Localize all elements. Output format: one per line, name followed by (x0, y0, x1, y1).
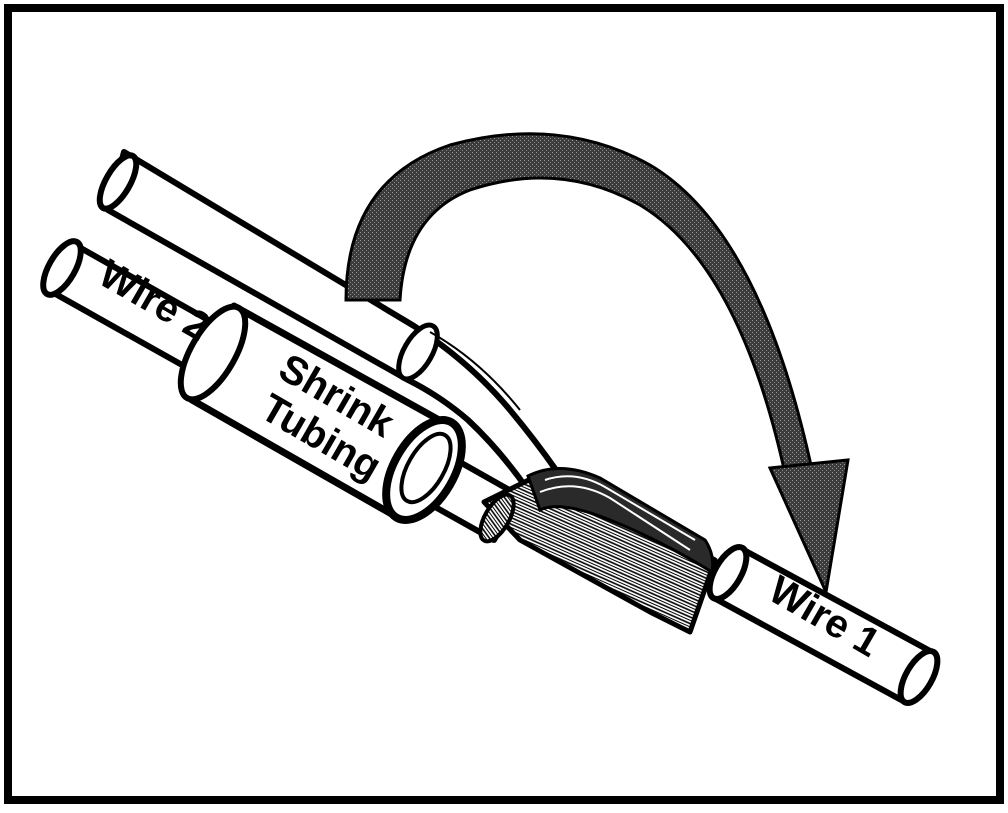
shrink-tubing (177, 302, 466, 524)
wire-1 (706, 544, 941, 706)
curved-arrow-icon (344, 132, 850, 598)
twisted-splice (478, 466, 718, 635)
